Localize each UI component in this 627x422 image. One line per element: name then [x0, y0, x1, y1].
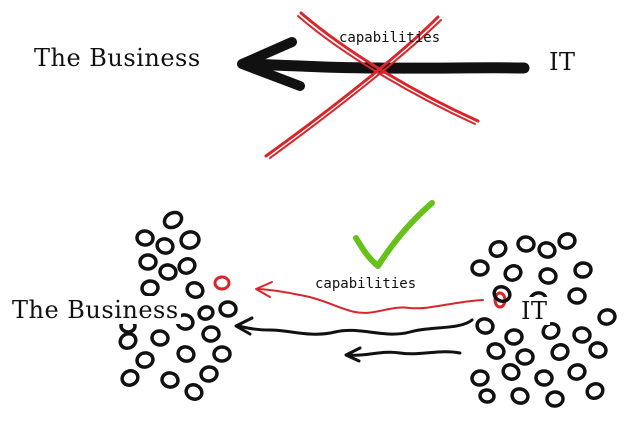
it-circle: [545, 390, 565, 408]
business-circle: [185, 281, 205, 299]
it-circle: [470, 369, 490, 387]
it-circle: [504, 328, 524, 346]
business-circle: [218, 300, 238, 318]
business-circle: [135, 229, 155, 247]
bottom-it-label: IT: [519, 297, 550, 325]
top-arrow-head: [237, 37, 305, 91]
bottom-capabilities-label: capabilities: [315, 276, 417, 292]
it-circle: [510, 387, 530, 405]
it-circle: [534, 369, 554, 387]
it-circle: [537, 241, 557, 259]
top-capabilities-arrow: [239, 58, 530, 74]
business-circle: [212, 345, 232, 363]
black-wavy-arrow-1: [236, 318, 474, 336]
business-circle: [162, 210, 184, 230]
business-circle: [176, 345, 196, 363]
business-circle: [199, 365, 219, 383]
black-wavy-arrow-2-head: [344, 346, 362, 363]
business-circle: [179, 230, 201, 250]
it-circle: [486, 342, 506, 360]
business-circle: [120, 369, 140, 387]
cross-out-icon: [264, 11, 480, 159]
it-circle: [567, 363, 587, 381]
business-circle: [184, 383, 204, 401]
it-circle: [550, 343, 570, 361]
black-wavy-arrow-1-head: [234, 316, 254, 336]
business-circle: [140, 279, 160, 297]
bottom-business-label: The Business: [10, 296, 181, 324]
it-circle: [588, 341, 608, 359]
it-circle: [488, 239, 508, 259]
business-circle: [150, 329, 170, 347]
highlighted-business-circle: [213, 275, 231, 291]
top-business-label: The Business: [34, 44, 201, 72]
business-circle: [177, 257, 197, 275]
top-capabilities-label: capabilities: [339, 30, 441, 46]
it-circle: [503, 264, 523, 282]
red-arrow-head: [255, 281, 273, 298]
it-circle: [516, 235, 536, 253]
it-circle: [475, 317, 495, 335]
it-circle: [478, 388, 496, 404]
black-wavy-arrow-2: [348, 350, 462, 357]
business-circle: [201, 325, 221, 343]
it-circle: [572, 326, 592, 344]
it-circle: [538, 267, 558, 285]
top-it-label: IT: [549, 48, 576, 76]
business-circle: [155, 237, 175, 255]
it-circle: [492, 285, 512, 303]
it-circle: [501, 363, 521, 381]
it-circle: [470, 259, 490, 277]
it-circle: [515, 348, 535, 366]
it-circle-cluster: [470, 232, 617, 408]
business-circle: [118, 332, 138, 350]
it-circle: [557, 232, 577, 250]
check-mark-icon: [353, 200, 435, 269]
business-circle: [135, 351, 155, 369]
business-circle: [160, 371, 180, 389]
business-circle: [197, 305, 215, 321]
it-circle: [573, 261, 593, 279]
it-circle: [585, 382, 605, 400]
it-circle: [597, 308, 617, 326]
it-circle: [567, 287, 587, 305]
business-circle: [138, 253, 158, 271]
red-capabilities-arrow: [257, 288, 484, 314]
business-circle: [158, 263, 178, 281]
